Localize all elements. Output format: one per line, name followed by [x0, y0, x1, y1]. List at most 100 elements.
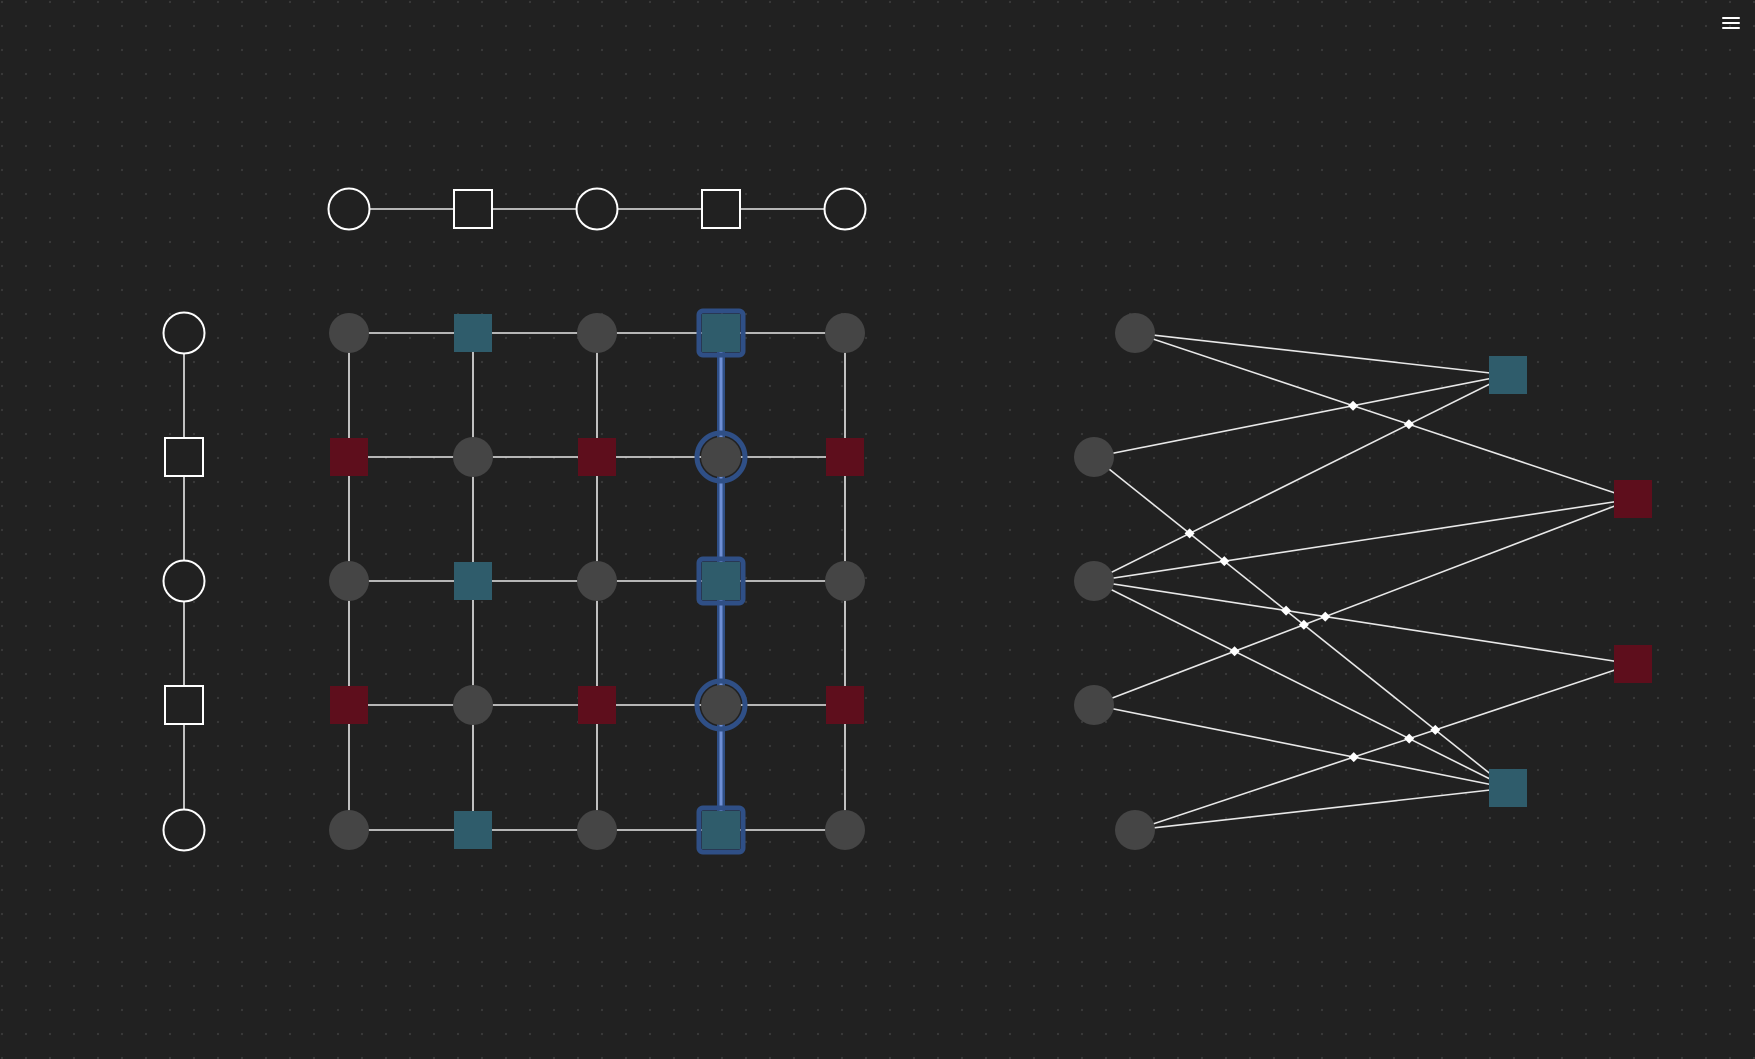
node-circle [577, 561, 617, 601]
node-square [330, 438, 368, 476]
bipartite-edge [1093, 374, 1509, 458]
chain-node-circle[interactable] [162, 311, 206, 355]
node-square [702, 811, 740, 849]
node-highlight-ring [694, 678, 748, 732]
node-circle-outline [823, 187, 867, 231]
node-square [826, 438, 864, 476]
grid-node-red-square[interactable] [330, 438, 368, 476]
node-square [330, 686, 368, 724]
bipartite-edge [1093, 580, 1509, 789]
node-circle [825, 313, 865, 353]
node-square [454, 314, 492, 352]
node-circle [1074, 437, 1114, 477]
grid-node-red-square[interactable] [826, 438, 864, 476]
node-circle-outline [162, 808, 206, 852]
grid-node-gray-circle[interactable] [577, 561, 617, 601]
bipartite-right-node-red[interactable] [1614, 645, 1652, 683]
grid-node-teal-square[interactable] [454, 314, 492, 352]
menu-bar-line [1722, 27, 1740, 29]
bipartite-right-node-teal[interactable] [1489, 356, 1527, 394]
grid-node-teal-square[interactable] [696, 805, 746, 855]
node-circle-outline [327, 187, 371, 231]
bipartite-right-node-red[interactable] [1614, 480, 1652, 518]
grid-node-gray-circle[interactable] [825, 810, 865, 850]
grid-node-gray-circle[interactable] [825, 561, 865, 601]
bipartite-edge [1093, 498, 1634, 582]
grid-node-gray-circle[interactable] [329, 561, 369, 601]
menu-bar-line [1722, 22, 1740, 24]
grid-node-gray-circle[interactable] [453, 437, 493, 477]
bipartite-left-node[interactable] [1074, 561, 1114, 601]
grid-node-gray-circle[interactable] [329, 810, 369, 850]
node-circle [1115, 810, 1155, 850]
bipartite-edge [1134, 663, 1634, 831]
grid-node-gray-circle[interactable] [577, 313, 617, 353]
grid-node-red-square[interactable] [578, 686, 616, 724]
edge-crossing-marker [1320, 611, 1331, 622]
grid-node-teal-square[interactable] [454, 562, 492, 600]
bipartite-left-node[interactable] [1115, 810, 1155, 850]
grid-node-teal-square[interactable] [696, 556, 746, 606]
chain-node-square[interactable] [164, 437, 204, 477]
edge-crossing-marker [1348, 752, 1359, 763]
node-highlight-ring [696, 805, 746, 855]
hamburger-menu-icon[interactable] [1720, 14, 1742, 36]
chain-node-circle[interactable] [823, 187, 867, 231]
bipartite-edge [1093, 498, 1634, 706]
node-circle-outline [575, 187, 619, 231]
node-square [826, 686, 864, 724]
node-circle [701, 685, 741, 725]
chain-node-circle[interactable] [575, 187, 619, 231]
chain-node-square[interactable] [164, 685, 204, 725]
bipartite-left-node[interactable] [1074, 685, 1114, 725]
grid-node-gray-circle[interactable] [453, 685, 493, 725]
edge-crossing-marker [1281, 605, 1292, 616]
edge-crossing-marker [1404, 733, 1415, 744]
node-square [702, 314, 740, 352]
grid-node-red-square[interactable] [330, 686, 368, 724]
chain-node-circle[interactable] [162, 808, 206, 852]
grid-node-red-square[interactable] [826, 686, 864, 724]
bipartite-edge [1093, 456, 1509, 789]
node-square [578, 438, 616, 476]
grid-node-gray-circle[interactable] [577, 810, 617, 850]
bipartite-edge [1093, 580, 1634, 665]
bipartite-right-node-teal[interactable] [1489, 769, 1527, 807]
edge-crossing-marker [1403, 419, 1414, 430]
node-circle [825, 561, 865, 601]
bipartite-left-node[interactable] [1115, 313, 1155, 353]
chain-node-square[interactable] [701, 189, 741, 229]
grid-node-teal-square[interactable] [454, 811, 492, 849]
node-highlight-ring [694, 430, 748, 484]
nodes-layer [162, 187, 1652, 855]
node-square [454, 811, 492, 849]
node-circle [453, 437, 493, 477]
chain-node-circle[interactable] [162, 559, 206, 603]
bipartite-edge [1134, 787, 1509, 831]
bipartite-edge [1134, 332, 1634, 500]
grid-node-gray-circle[interactable] [825, 313, 865, 353]
grid-node-gray-circle[interactable] [329, 313, 369, 353]
chain-node-circle[interactable] [327, 187, 371, 231]
node-square [1489, 769, 1527, 807]
node-square [702, 562, 740, 600]
grid-node-teal-square[interactable] [696, 308, 746, 358]
grid-node-gray-circle[interactable] [694, 678, 748, 732]
edge-crossing-marker [1184, 528, 1195, 539]
bipartite-edge [1134, 332, 1509, 376]
node-square [578, 686, 616, 724]
bipartite-left-node[interactable] [1074, 437, 1114, 477]
chain-node-square[interactable] [453, 189, 493, 229]
node-square-outline [164, 437, 204, 477]
menu-bar-line [1722, 17, 1740, 19]
node-circle [329, 810, 369, 850]
node-square [1489, 356, 1527, 394]
node-square [454, 562, 492, 600]
grid-node-red-square[interactable] [578, 438, 616, 476]
node-square-outline [164, 685, 204, 725]
node-square [1614, 645, 1652, 683]
grid-node-gray-circle[interactable] [694, 430, 748, 484]
